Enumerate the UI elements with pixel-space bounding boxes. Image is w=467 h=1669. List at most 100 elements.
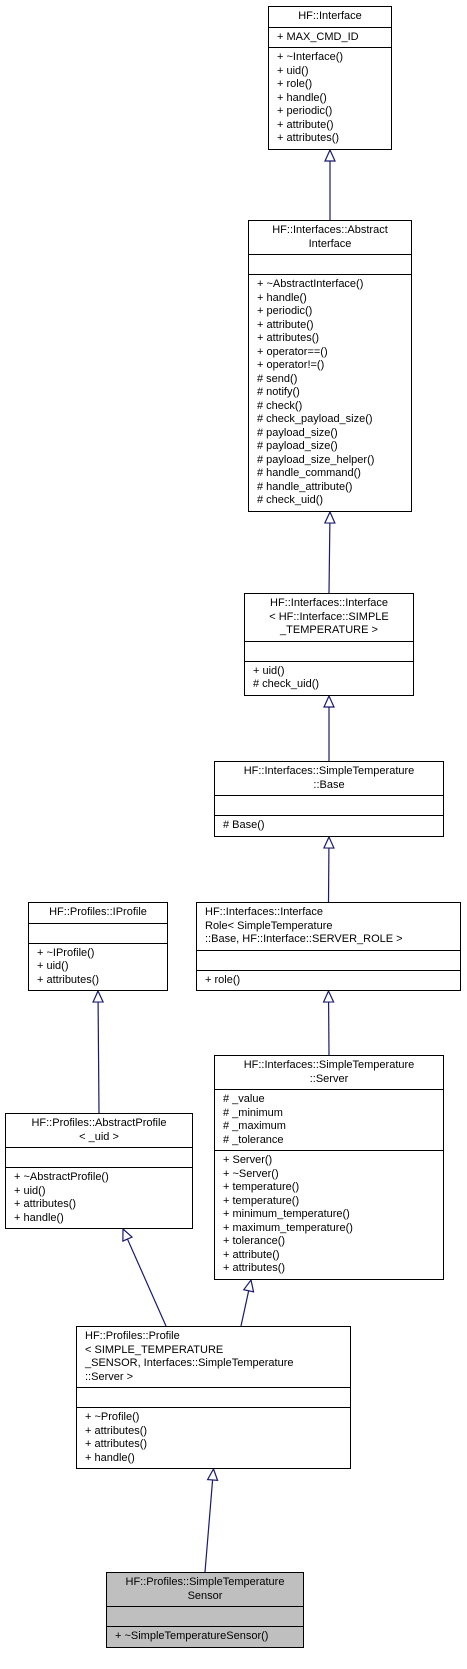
method-item: + role() (277, 78, 313, 90)
method-item: + attributes() (14, 1198, 77, 1210)
method-item: + ~AbstractProfile() (14, 1171, 109, 1183)
method-item: + ~Interface() (277, 51, 344, 63)
class-box-abstract-interface[interactable]: HF::Interfaces::Abstract Interface + ~Ab… (248, 220, 412, 512)
method-item: # check_uid() (257, 494, 324, 506)
method-item: + attributes() (85, 1438, 148, 1450)
title-line: HF::Interfaces::Abstract (272, 224, 388, 236)
title-line: < _uid > (79, 1130, 119, 1143)
method-item: # payload_size_helper() (257, 453, 375, 466)
title-line: ::Server > (85, 1370, 133, 1383)
method-item: # send() (257, 372, 298, 385)
class-box-abstractprofile[interactable]: HF::Profiles::AbstractProfile < _uid > +… (5, 1113, 193, 1229)
methods-section: + ~Interface() + uid() + role() + handle… (269, 47, 391, 149)
method-item: + attribute() (257, 318, 314, 331)
method-item: + attributes() (257, 332, 320, 344)
methods-section: + ~SimpleTemperatureSensor() (107, 1626, 303, 1647)
methods-section: + ~AbstractInterface() + handle() + peri… (249, 274, 411, 511)
method-item: + minimum_temperature() (223, 1208, 350, 1220)
inheritance-line (97, 1001, 100, 1114)
method-item: + attributes() (223, 1262, 286, 1274)
method-item: + handle() (14, 1211, 64, 1224)
method-item: + ~Server() (223, 1167, 279, 1180)
method-item: # payload_size() (257, 426, 338, 439)
method-item: + uid() (14, 1184, 46, 1197)
method-item: + handle() (85, 1451, 135, 1464)
class-title: HF::Interfaces::Interface < HF::Interfac… (245, 594, 413, 641)
attributes-section (215, 795, 443, 815)
inheritance-arrowhead-icon (122, 1227, 134, 1243)
title-line: _SENSOR, Interfaces::SimpleTemperature (85, 1357, 294, 1369)
class-title: HF::Interfaces::SimpleTemperature ::Base (215, 762, 443, 795)
attributes-section (107, 1606, 303, 1626)
class-box-interface-simple-temperature[interactable]: HF::Interfaces::Interface < HF::Interfac… (244, 593, 414, 696)
method-item: # notify() (257, 386, 300, 398)
method-item: # handle_attribute() (257, 480, 353, 493)
class-title: HF::Profiles::IProfile (29, 903, 167, 923)
attribute-item: # _minimum (223, 1106, 283, 1119)
inheritance-arrowhead-icon (322, 989, 335, 1003)
method-item: + attributes() (277, 132, 340, 144)
title-line: Interface (308, 237, 352, 250)
method-item: + ~SimpleTemperatureSensor() (115, 1630, 269, 1642)
title-line: HF::Profiles::SimpleTemperature (125, 1576, 285, 1588)
method-item: + handle() (257, 291, 307, 304)
method-item: + role() (205, 973, 241, 986)
class-title: HF::Interfaces::Interface Role< SimpleTe… (197, 903, 460, 950)
method-item: # payload_size() (257, 440, 338, 452)
inheritance-arrowhead-icon (92, 989, 105, 1003)
title-line: _TEMPERATURE > (280, 624, 378, 636)
class-box-simpletemperaturesensor[interactable]: HF::Profiles::SimpleTemperature Sensor +… (106, 1572, 304, 1648)
attribute-item: # _tolerance (223, 1133, 284, 1146)
inheritance-arrowhead-icon (206, 1467, 219, 1482)
attributes-section (249, 254, 411, 274)
method-item: # check() (257, 399, 303, 412)
title-line: ::Base, HF::Interface::SERVER_ROLE > (205, 933, 403, 945)
method-item: + temperature() (223, 1181, 300, 1193)
method-item: # check_uid() (253, 678, 320, 690)
title-line: ::Server (309, 1072, 349, 1085)
class-box-interface-role[interactable]: HF::Interfaces::Interface Role< SimpleTe… (196, 902, 461, 991)
class-box-iprofile[interactable]: HF::Profiles::IProfile + ~IProfile() + u… (28, 902, 168, 991)
title-line: < HF::Interface::SIMPLE (269, 610, 389, 623)
method-item: + attributes() (85, 1424, 148, 1437)
methods-section: # Base() (215, 815, 443, 836)
attribute-item: # _value (223, 1093, 265, 1105)
attributes-section: + MAX_CMD_ID (269, 26, 391, 48)
title-line: HF::Profiles::Profile (85, 1330, 180, 1342)
methods-section: + ~AbstractProfile() + uid() + attribute… (6, 1167, 192, 1228)
method-item: + ~IProfile() (37, 946, 95, 959)
title-line: < SIMPLE_TEMPERATURE (85, 1343, 224, 1356)
inheritance-line (328, 522, 331, 594)
inheritance-arrowhead-icon (242, 1278, 255, 1293)
method-item: + tolerance() (223, 1235, 286, 1247)
class-box-simpletemperature-base[interactable]: HF::Interfaces::SimpleTemperature ::Base… (214, 761, 444, 837)
title-line: HF::Interface (298, 10, 362, 22)
method-item: # handle_command() (257, 467, 361, 479)
method-item: + periodic() (257, 305, 313, 317)
methods-section: + ~Profile() + attributes() + attributes… (77, 1407, 350, 1468)
method-item: # check_payload_size() (257, 413, 373, 425)
method-item: + ~AbstractInterface() (257, 278, 364, 290)
class-title: HF::Interface (269, 7, 391, 27)
attributes-section (245, 640, 413, 661)
class-box-simpletemperature-server[interactable]: HF::Interfaces::SimpleTemperature ::Serv… (214, 1055, 444, 1280)
method-item: + periodic() (277, 105, 333, 117)
class-title: HF::Profiles::Profile < SIMPLE_TEMPERATU… (77, 1327, 350, 1387)
method-item: + attribute() (223, 1248, 280, 1261)
method-item: + Server() (223, 1154, 273, 1166)
class-box-hf-interface[interactable]: HF::Interface + MAX_CMD_ID + ~Interface(… (268, 6, 392, 150)
title-line: HF::Profiles::IProfile (49, 906, 147, 918)
inheritance-arrowhead-icon (323, 694, 335, 708)
method-item: + uid() (277, 64, 309, 77)
attribute-item: + MAX_CMD_ID (277, 30, 359, 43)
inheritance-line (204, 1479, 214, 1573)
class-box-profile[interactable]: HF::Profiles::Profile < SIMPLE_TEMPERATU… (76, 1326, 351, 1469)
method-item: # Base() (223, 819, 265, 831)
title-line: HF::Interfaces::SimpleTemperature (243, 1059, 415, 1071)
method-item: + operator!=() (257, 359, 325, 371)
attributes-section (6, 1147, 192, 1167)
class-title: HF::Interfaces::Abstract Interface (249, 221, 411, 254)
method-item: + handle() (277, 91, 327, 104)
class-title: HF::Interfaces::SimpleTemperature ::Serv… (215, 1056, 443, 1089)
attributes-section (77, 1387, 350, 1407)
